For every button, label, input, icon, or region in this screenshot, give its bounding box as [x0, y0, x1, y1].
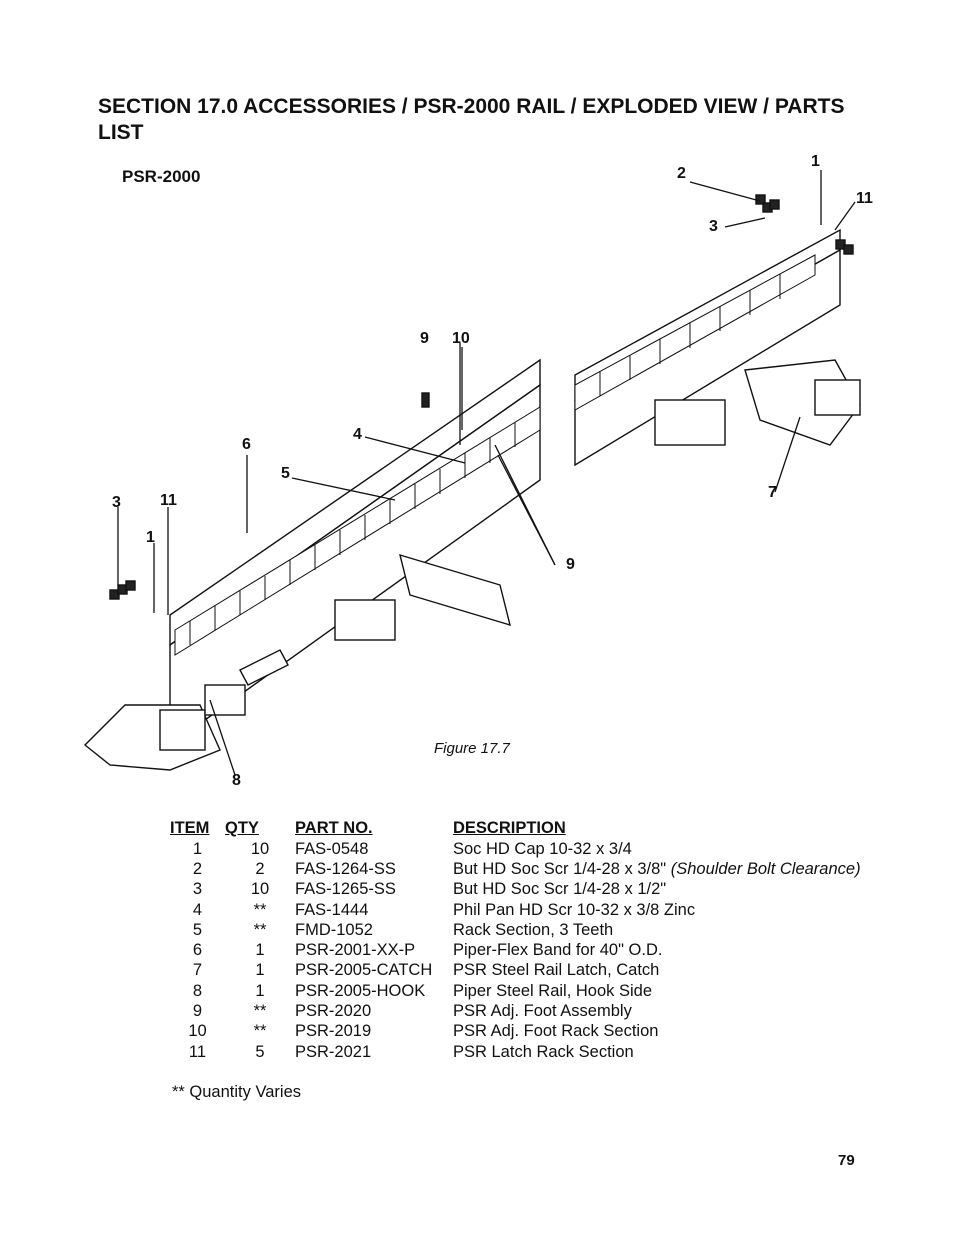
qty-cell: **	[253, 920, 267, 939]
callout-9-right: 9	[566, 556, 575, 573]
item-cell: 10	[188, 1022, 207, 1041]
header-part-no: PART NO.	[295, 819, 373, 837]
callout-5: 5	[281, 465, 290, 482]
description-cell: But HD Soc Scr 1/4-28 x 1/2"	[453, 880, 873, 900]
part-cell: PSR-2020	[295, 1002, 372, 1021]
qty-cell: **	[253, 1002, 267, 1021]
header-description: DESCRIPTION	[453, 819, 566, 837]
part-cell: PSR-2019	[295, 1022, 372, 1041]
header-item: ITEM	[170, 819, 210, 837]
item-cell: 7	[192, 961, 203, 980]
qty-cell: 5	[255, 1042, 265, 1061]
table-row: 8 1 PSR-2005-HOOK Piper Steel Rail, Hook…	[170, 981, 873, 1001]
description-cell: Phil Pan HD Scr 10-32 x 3/8 Zinc	[453, 900, 873, 920]
description-text: Soc HD Cap 10-32 x 3/4	[453, 839, 632, 858]
item-cell: 3	[192, 880, 203, 899]
qty-cell: **	[253, 900, 267, 919]
part-cell: FAS-1265-SS	[295, 880, 396, 899]
table-row: 2 2 FAS-1264-SS But HD Soc Scr 1/4-28 x …	[170, 859, 873, 879]
callout-4: 4	[353, 426, 362, 443]
part-cell: FAS-1444	[295, 900, 369, 919]
description-cell: Rack Section, 3 Teeth	[453, 920, 873, 940]
callout-1-top: 1	[811, 153, 820, 170]
description-note: (Shoulder Bolt Clearance)	[670, 859, 861, 878]
latch-catch	[744, 359, 861, 446]
table-row: 1 10 FAS-0548 Soc HD Cap 10-32 x 3/4	[170, 839, 873, 859]
rack-teeth-right	[574, 254, 816, 411]
description-cell: PSR Steel Rail Latch, Catch	[453, 961, 873, 981]
part-cell: FMD-1052	[295, 920, 373, 939]
header-qty: QTY	[225, 819, 259, 837]
callout-11-left: 11	[160, 492, 177, 509]
qty-cell: 1	[255, 961, 265, 980]
item-cell: 2	[192, 859, 203, 878]
part-cell: PSR-2021	[295, 1042, 372, 1061]
description-text: Piper Steel Rail, Hook Side	[453, 981, 653, 1000]
item-cell: 5	[192, 920, 203, 939]
quantity-footnote: ** Quantity Varies	[172, 1083, 302, 1101]
description-cell: Piper-Flex Band for 40" O.D.	[453, 940, 873, 960]
table-row: 3 10 FAS-1265-SS But HD Soc Scr 1/4-28 x…	[170, 880, 873, 900]
table-row: 11 5 PSR-2021 PSR Latch Rack Section	[170, 1042, 873, 1062]
table-row: 7 1 PSR-2005-CATCH PSR Steel Rail Latch,…	[170, 961, 873, 981]
description-cell: Soc HD Cap 10-32 x 3/4	[453, 839, 873, 859]
screws-top-right	[109, 194, 854, 600]
table-row: 6 1 PSR-2001-XX-P Piper-Flex Band for 40…	[170, 940, 873, 960]
callout-3-left: 3	[112, 494, 121, 511]
model-label: PSR-2000	[122, 167, 201, 186]
callout-2: 2	[677, 165, 686, 182]
description-cell: PSR Latch Rack Section	[453, 1042, 873, 1062]
callout-8: 8	[232, 772, 241, 789]
callout-9-top: 9	[420, 330, 429, 347]
table-row: 9 ** PSR-2020 PSR Adj. Foot Assembly	[170, 1001, 873, 1021]
parts-list-table: ITEM QTY PART NO. DESCRIPTION 1 10 FAS-0…	[170, 818, 873, 1062]
callout-11-top: 11	[856, 190, 873, 207]
description-text: But HD Soc Scr 1/4-28 x 1/2"	[453, 880, 667, 899]
item-cell: 8	[192, 981, 203, 1000]
description-text: PSR Steel Rail Latch, Catch	[453, 961, 660, 980]
callout-6: 6	[242, 436, 251, 453]
callout-3-top: 3	[709, 218, 718, 235]
qty-cell: 1	[255, 941, 265, 960]
section-title: SECTION 17.0 ACCESSORIES / PSR-2000 RAIL…	[98, 95, 845, 144]
description-text: PSR Adj. Foot Assembly	[453, 1002, 632, 1021]
description-cell: But HD Soc Scr 1/4-28 x 3/8" (Shoulder B…	[453, 859, 873, 879]
item-cell: 11	[188, 1042, 207, 1061]
description-text: But HD Soc Scr 1/4-28 x 3/8"	[453, 859, 667, 878]
description-cell: PSR Adj. Foot Assembly	[453, 1001, 873, 1021]
item-cell: 1	[192, 839, 203, 858]
table-row: 10 ** PSR-2019 PSR Adj. Foot Rack Sectio…	[170, 1022, 873, 1042]
rail-hook	[83, 649, 289, 771]
callout-10: 10	[452, 330, 470, 347]
figure-caption: Figure 17.7	[434, 740, 510, 757]
part-cell: FAS-0548	[295, 839, 369, 858]
description-text: Rack Section, 3 Teeth	[453, 920, 614, 939]
item-cell: 6	[192, 941, 203, 960]
qty-cell: 1	[255, 981, 265, 1000]
qty-cell: 10	[250, 880, 270, 899]
item-cell: 4	[192, 900, 203, 919]
item-cell: 9	[192, 1002, 203, 1021]
callout-7: 7	[768, 484, 777, 501]
rack-teeth-left	[174, 406, 541, 656]
qty-cell: 10	[250, 839, 270, 858]
qty-cell: **	[253, 1022, 267, 1041]
description-text: Piper-Flex Band for 40" O.D.	[453, 941, 663, 960]
description-text: PSR Adj. Foot Rack Section	[453, 1022, 659, 1041]
description-cell: Piper Steel Rail, Hook Side	[453, 981, 873, 1001]
table-header-row: ITEM QTY PART NO. DESCRIPTION	[170, 818, 873, 839]
exploded-view-figure	[83, 170, 861, 776]
table-row: 4 ** FAS-1444 Phil Pan HD Scr 10-32 x 3/…	[170, 900, 873, 920]
part-cell: PSR-2001-XX-P	[295, 941, 416, 960]
page-number: 79	[838, 1152, 855, 1169]
description-text: PSR Latch Rack Section	[453, 1042, 634, 1061]
part-cell: PSR-2005-CATCH	[295, 961, 433, 980]
table-row: 5 ** FMD-1052 Rack Section, 3 Teeth	[170, 920, 873, 940]
part-cell: PSR-2005-HOOK	[295, 981, 426, 1000]
part-cell: FAS-1264-SS	[295, 859, 396, 878]
callout-1-left: 1	[146, 529, 155, 546]
description-text: Phil Pan HD Scr 10-32 x 3/8 Zinc	[453, 900, 696, 919]
qty-cell: 2	[255, 859, 265, 878]
description-cell: PSR Adj. Foot Rack Section	[453, 1022, 873, 1042]
